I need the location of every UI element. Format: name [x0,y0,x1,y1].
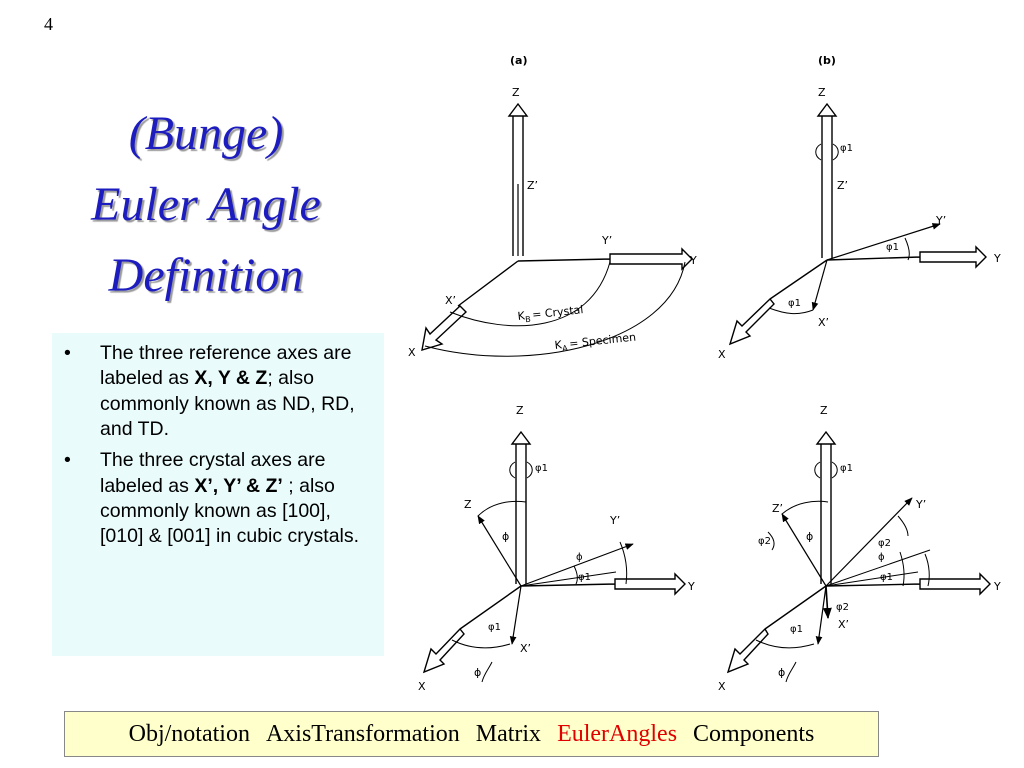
panel-c-phi1-x: φ1 [488,622,501,633]
title-line-3: Definition [108,249,304,303]
panel-a-label: (a) [510,54,527,67]
bullet-1-post: ; also commonly known as ND, RD, and TD. [100,367,355,441]
kb-label: KB= Crystal [517,303,584,325]
footer-link-matrix[interactable]: Matrix [475,721,542,747]
panel-d-phi1-top: φ1 [840,463,853,474]
panel-b-phi1-top: φ1 [840,143,853,154]
panel-c-yp-label: Y’ [609,514,620,527]
panel-b-diagram [728,102,987,346]
panel-a-yp-label: Y’ [601,234,612,247]
bullet-1-bold: X, Y & Z [194,367,268,390]
bullet-2-pre: The three crystal axes are labeled as [100,449,326,497]
bullet-2-post: ; also commonly known as [100], [010] & … [100,474,360,548]
euler-angle-figure: (a) (b) Z Z’ Y’ Y X’ X KB= Crystal KA= S… [408,54,1001,693]
panel-c-z-label: Z [516,404,524,417]
footer-link-obj-notation[interactable]: Obj/notation [128,721,250,747]
footer-link-axis-transformation[interactable]: AxisTransformation [265,721,460,747]
panel-d-phi2-y: φ2 [878,538,891,549]
panel-a-xp-label: X’ [445,294,456,307]
panel-d-phi2-z: φ2 [758,536,771,547]
panel-a-x-label: X [408,346,416,359]
bullet-box: • The three reference axes are labeled a… [52,333,384,656]
panel-d-Phi-z: ϕ [806,530,813,543]
panel-d-phi1-y: φ1 [880,572,893,583]
bullet-1-pre: The three reference axes are labeled as [100,342,352,390]
panel-b-label: (b) [818,54,836,67]
panel-b-yp-label: Y’ [935,214,946,227]
panel-c-Phi-y: ϕ [576,552,583,563]
panel-a-z-label: Z [512,86,520,99]
panel-d-Phi-x: ϕ [778,666,785,679]
panel-b-y-label: Y [993,252,1001,265]
footer-link-components[interactable]: Components [693,721,815,747]
bullet-text-2: The three crystal axes are labeled as X’… [100,448,374,549]
panel-c-z-rot-label: Z [464,498,472,511]
bullet-item-1: • The three reference axes are labeled a… [62,341,374,442]
panel-d-diagram [726,430,991,683]
panel-a-zp-label: Z’ [527,179,538,192]
panel-d-z-label: Z [820,404,828,417]
bullet-item-2: • The three crystal axes are labeled as … [62,448,374,549]
panel-c-phi1-top: φ1 [535,463,548,474]
panel-a-y-label: Y [689,254,697,267]
footer-nav: Obj/notation AxisTransformation Matrix E… [64,711,879,757]
panel-c-Phi-x: ϕ [474,666,481,679]
panel-d-phi2-x: φ2 [836,602,849,613]
bullet-text-1: The three reference axes are labeled as … [100,341,374,442]
bullet-dot: • [64,342,71,364]
panel-b-phi1-x: φ1 [788,298,801,309]
panel-d-yp-label: Y’ [915,498,926,511]
panel-b-xp-label: X’ [818,316,829,329]
panel-a-diagram [421,102,693,357]
panel-d-Phi-y: ϕ [878,552,885,563]
panel-b-zp-label: Z’ [837,179,848,192]
panel-c-xp-label: X’ [520,642,531,655]
panel-c-x-label: X [418,680,426,693]
panel-b-x-label: X [718,348,726,361]
title-line-1: (Bunge) [128,107,284,160]
panel-c-phi1-y: φ1 [578,572,591,583]
slide-title: (Bunge) Euler Angle Definition [30,98,382,311]
slide-number: 4 [44,14,53,34]
bullet-dot: • [64,449,71,472]
panel-d-zp-label: Z’ [772,502,783,515]
panel-d-x-label: X [718,680,726,693]
panel-d-phi1-x: φ1 [790,624,803,635]
panel-b-phi1-y: φ1 [886,242,899,253]
panel-d-y-label: Y [993,580,1001,593]
bullet-2-bold: X’, Y’ & Z’ [194,474,283,497]
panel-c-y-label: Y [687,580,695,593]
ka-label: KA= Specimen [554,331,637,354]
footer-link-euler-angles[interactable]: EulerAngles [557,721,678,747]
panel-b-z-label: Z [818,86,826,99]
panel-c-Phi-z: ϕ [502,530,509,543]
panel-c-diagram [422,430,686,683]
panel-d-xp-label: X’ [838,618,849,631]
title-line-2: Euler Angle [91,178,321,232]
